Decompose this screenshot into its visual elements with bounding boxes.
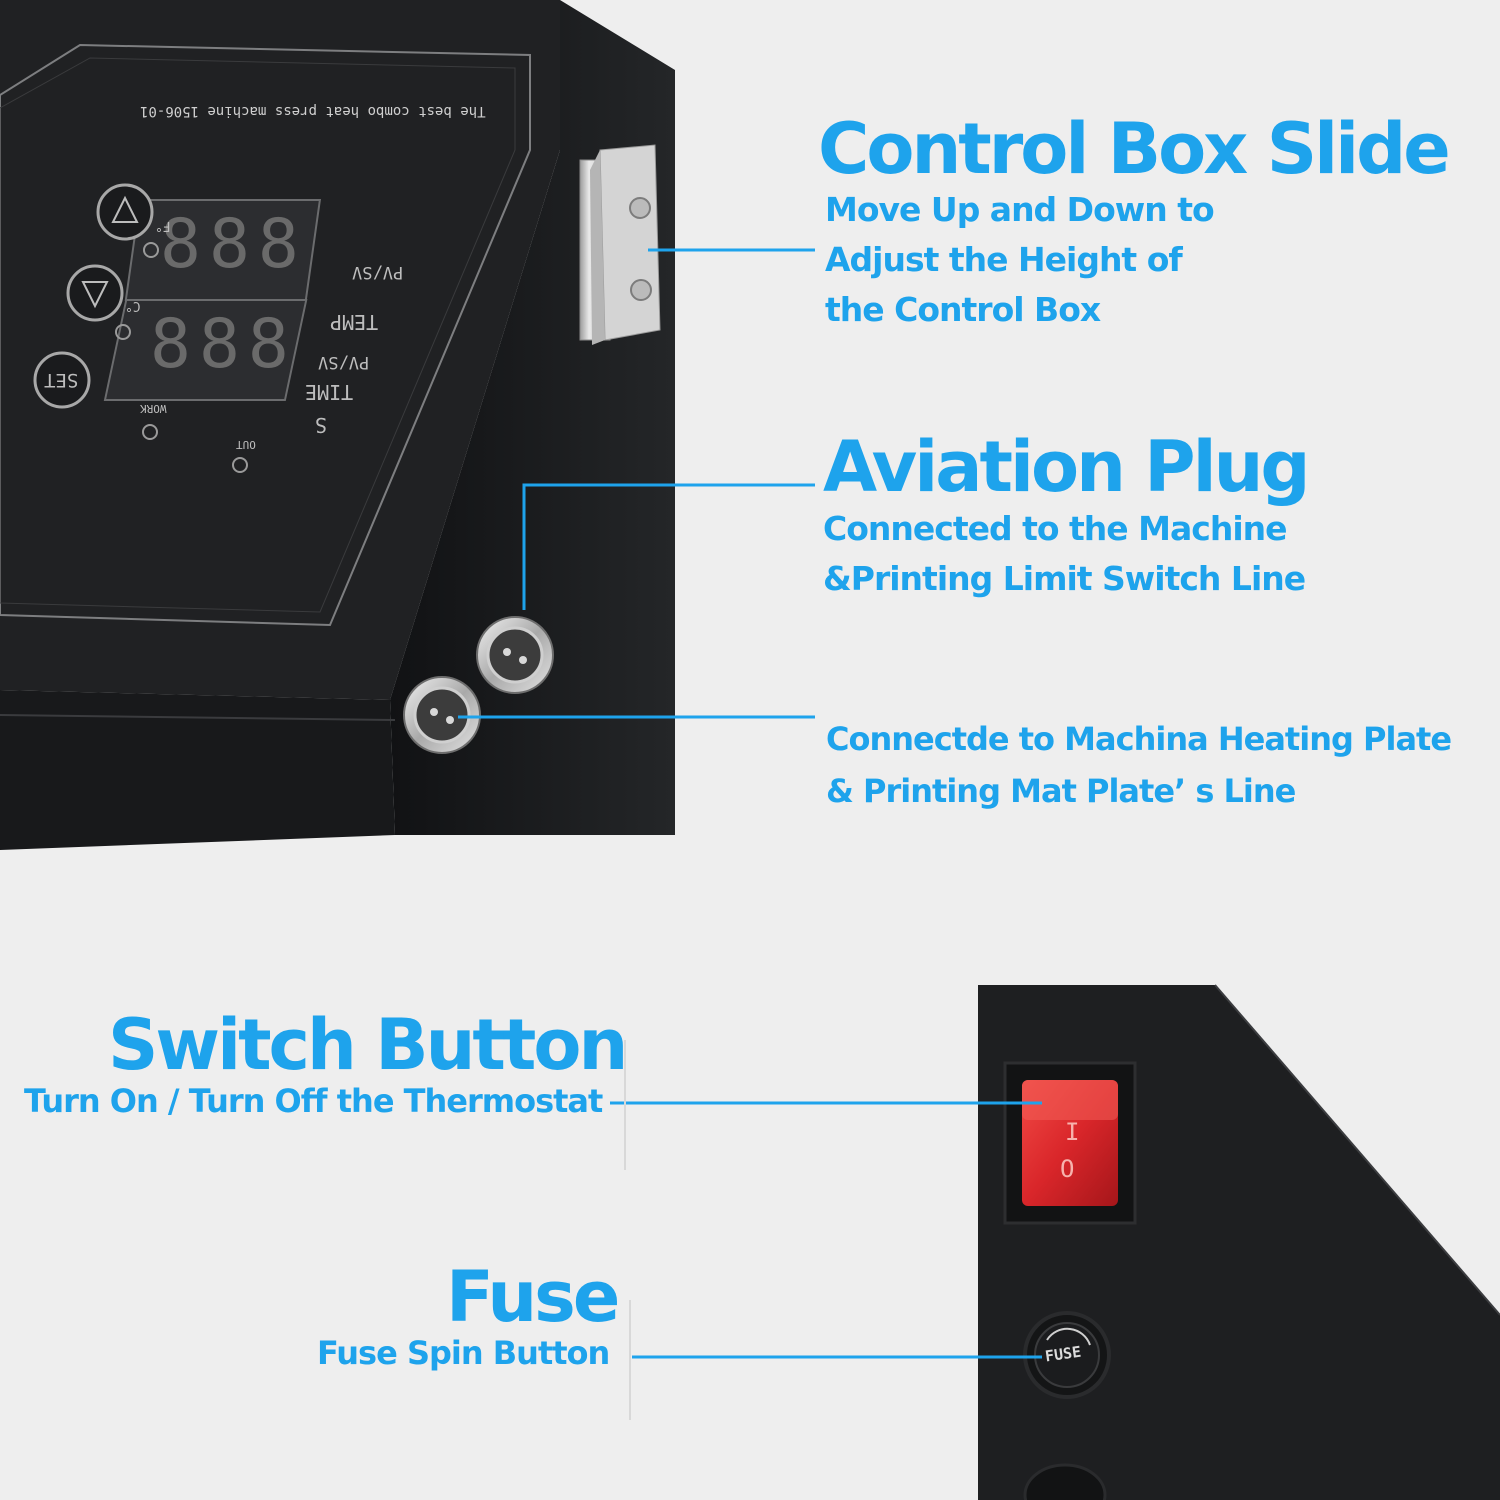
label-out: OUT: [236, 438, 256, 451]
label-s: S: [315, 413, 328, 437]
control-box-slide-line-2: Adjust the Height of: [825, 240, 1183, 279]
fuse-desc: Fuse Spin Button: [317, 1334, 610, 1372]
time-digits: 888: [150, 305, 297, 384]
switch-button-title: Switch Button: [108, 1004, 628, 1086]
control-box-base: [0, 690, 395, 850]
set-button-label: SET: [44, 369, 79, 391]
panel-model-text: The best combo heat press machine 1506-0…: [140, 103, 486, 119]
up-arrow-icon: [111, 195, 139, 223]
label-work: WORK: [140, 402, 167, 415]
label-fahrenheit: F°: [155, 218, 171, 233]
temperature-digits: 888: [160, 205, 307, 284]
heating-plate-line-2: & Printing Mat Plate’ s Line: [826, 772, 1296, 810]
aviation-plug-title: Aviation Plug: [823, 426, 1311, 508]
control-panel-outline: [0, 43, 531, 627]
screw-icon: [629, 197, 651, 219]
label-pv-sv-bottom: PV/SV: [318, 352, 370, 372]
down-arrow-icon: [81, 281, 109, 309]
control-box-slide-line-3: the Control Box: [825, 290, 1101, 329]
control-box-slide: [579, 144, 661, 345]
screw-icon: [630, 279, 652, 301]
line-aviation-plug: [522, 483, 815, 610]
label-time: TIME: [305, 380, 354, 404]
aviation-plug-line-2: &Printing Limit Switch Line: [823, 559, 1306, 598]
label-celsius: C°: [125, 298, 141, 313]
control-box-slide-line-1: Move Up and Down to: [825, 190, 1215, 229]
rotate-arrow-icon: [1046, 1327, 1091, 1346]
work-led: [142, 424, 158, 440]
up-button[interactable]: [96, 183, 154, 241]
aviation-plug-line-1: Connected to the Machine: [823, 509, 1288, 548]
set-button[interactable]: [33, 351, 91, 409]
aviation-plug-lower: [403, 676, 481, 754]
heating-plate-line-1: Connectde to Machina Heating Plate: [826, 720, 1452, 758]
label-pv-sv-top: PV/SV: [352, 262, 404, 282]
down-button[interactable]: [66, 264, 124, 322]
lower-box: [978, 984, 1500, 1500]
fahrenheit-led: [143, 242, 159, 258]
control-box-slide-title: Control Box Slide: [818, 108, 1451, 190]
out-led: [232, 457, 248, 473]
label-temp: TEMP: [330, 310, 379, 334]
switch-off-mark: O: [1060, 1155, 1075, 1183]
aviation-plug-upper: [476, 616, 554, 694]
control-box: [0, 0, 675, 850]
switch-button-desc: Turn On / Turn Off the Thermostat: [24, 1082, 603, 1120]
time-display: [103, 299, 308, 401]
switch-on-mark: I: [1065, 1118, 1080, 1146]
celsius-led: [115, 324, 131, 340]
callout-lines: [458, 248, 1042, 1359]
fuse-title: Fuse: [446, 1256, 620, 1338]
